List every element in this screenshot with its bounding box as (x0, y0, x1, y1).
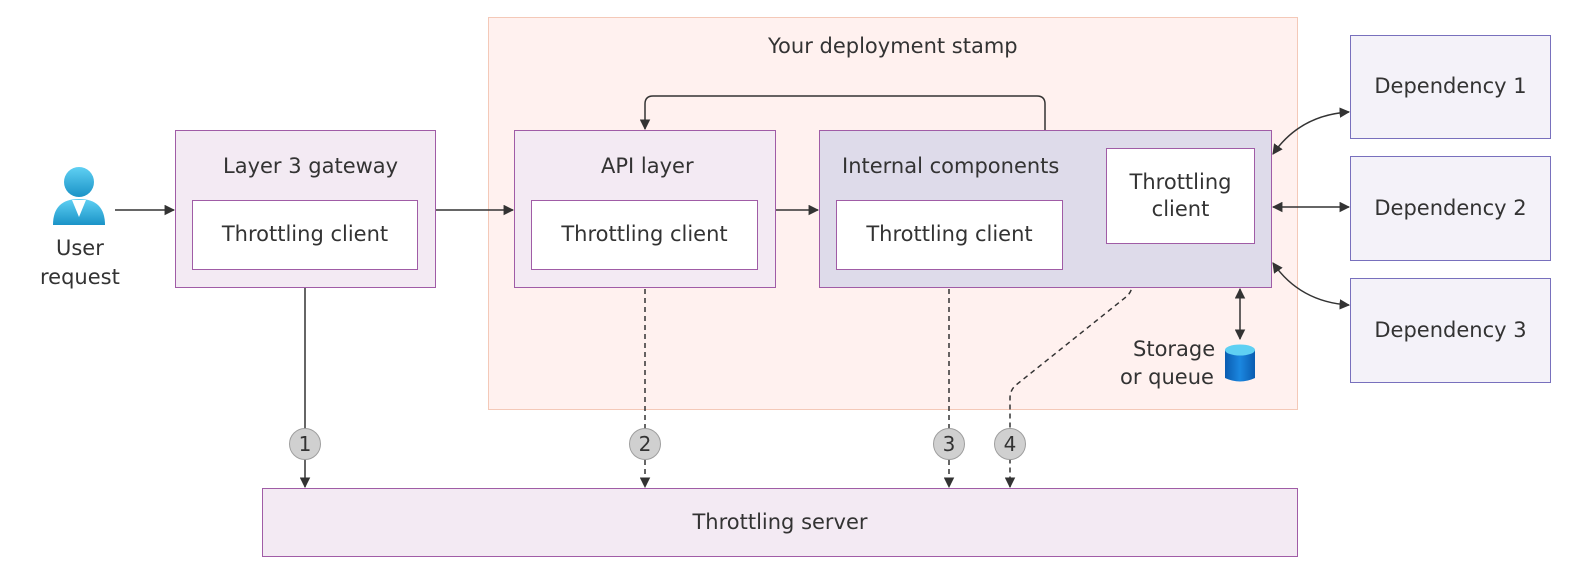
internal-components-title: Internal components (842, 154, 1060, 178)
internal-throttling-client-2: Throttling client (1106, 148, 1255, 244)
dependency-2-box: Dependency 2 (1350, 156, 1551, 261)
deployment-stamp-title: Your deployment stamp (768, 34, 1018, 58)
dependency-1-box: Dependency 1 (1350, 35, 1551, 139)
arrow-dependency-3 (1272, 262, 1351, 310)
user-label-line1: User (56, 236, 104, 260)
api-throttling-client: Throttling client (531, 200, 758, 270)
arrow-internal-api-loop (639, 95, 1046, 131)
gateway-title: Layer 3 gateway (223, 154, 399, 178)
internal-client-2-line2: client (1151, 197, 1210, 221)
step-badge-4: 4 (994, 428, 1026, 460)
internal-client-2-line1: Throttling (1129, 169, 1232, 194)
throttling-server-box: Throttling server (262, 488, 1298, 557)
internal-throttling-client: Throttling client (836, 200, 1063, 270)
gateway-throttling-client: Throttling client (192, 200, 418, 270)
database-icon (1225, 344, 1255, 382)
step-badge-1: 1 (289, 428, 321, 460)
arrow-dependency-1 (1272, 107, 1351, 155)
dependency-3-box: Dependency 3 (1350, 278, 1551, 383)
storage-label-line1: Storage (1133, 337, 1216, 361)
user-label-line2: request (40, 265, 120, 289)
step-badge-2: 2 (629, 428, 661, 460)
api-layer-title: API layer (601, 154, 694, 178)
user-icon (53, 167, 105, 225)
storage-label-line2: or queue (1120, 365, 1214, 389)
step-badge-3: 3 (933, 428, 965, 460)
